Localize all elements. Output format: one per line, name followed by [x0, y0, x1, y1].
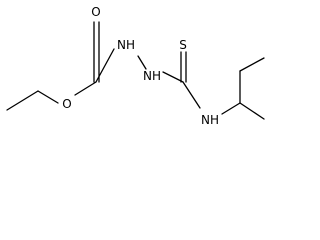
bond-ch-methyl	[239, 102, 265, 120]
carbonyl-oxygen-label: O	[91, 5, 100, 19]
bond-carbonyl-c-nh	[95, 48, 115, 83]
bond-ch2-ch3	[239, 57, 265, 72]
bond-nh-ch	[221, 102, 241, 115]
hydrazine-nh-label-2: NH	[143, 69, 161, 83]
hydrazine-nh-label-1: NH	[117, 38, 135, 52]
ester-oxygen-label: O	[62, 97, 71, 111]
bond-n-n	[137, 55, 147, 70]
amide-nh-label: NH	[201, 113, 219, 127]
structural-formula: O O NH NH S NH	[6, 5, 265, 127]
bond-thiocarbonyl-c-nh	[182, 81, 201, 109]
bond-nh-thiocarbonyl-c	[162, 71, 184, 83]
bond-ethyl-ch2	[37, 90, 59, 104]
bond-ethyl-ch3	[6, 90, 39, 111]
thione-sulfur-label: S	[179, 38, 187, 52]
bond-ester-o-carbonyl-c	[74, 81, 97, 96]
